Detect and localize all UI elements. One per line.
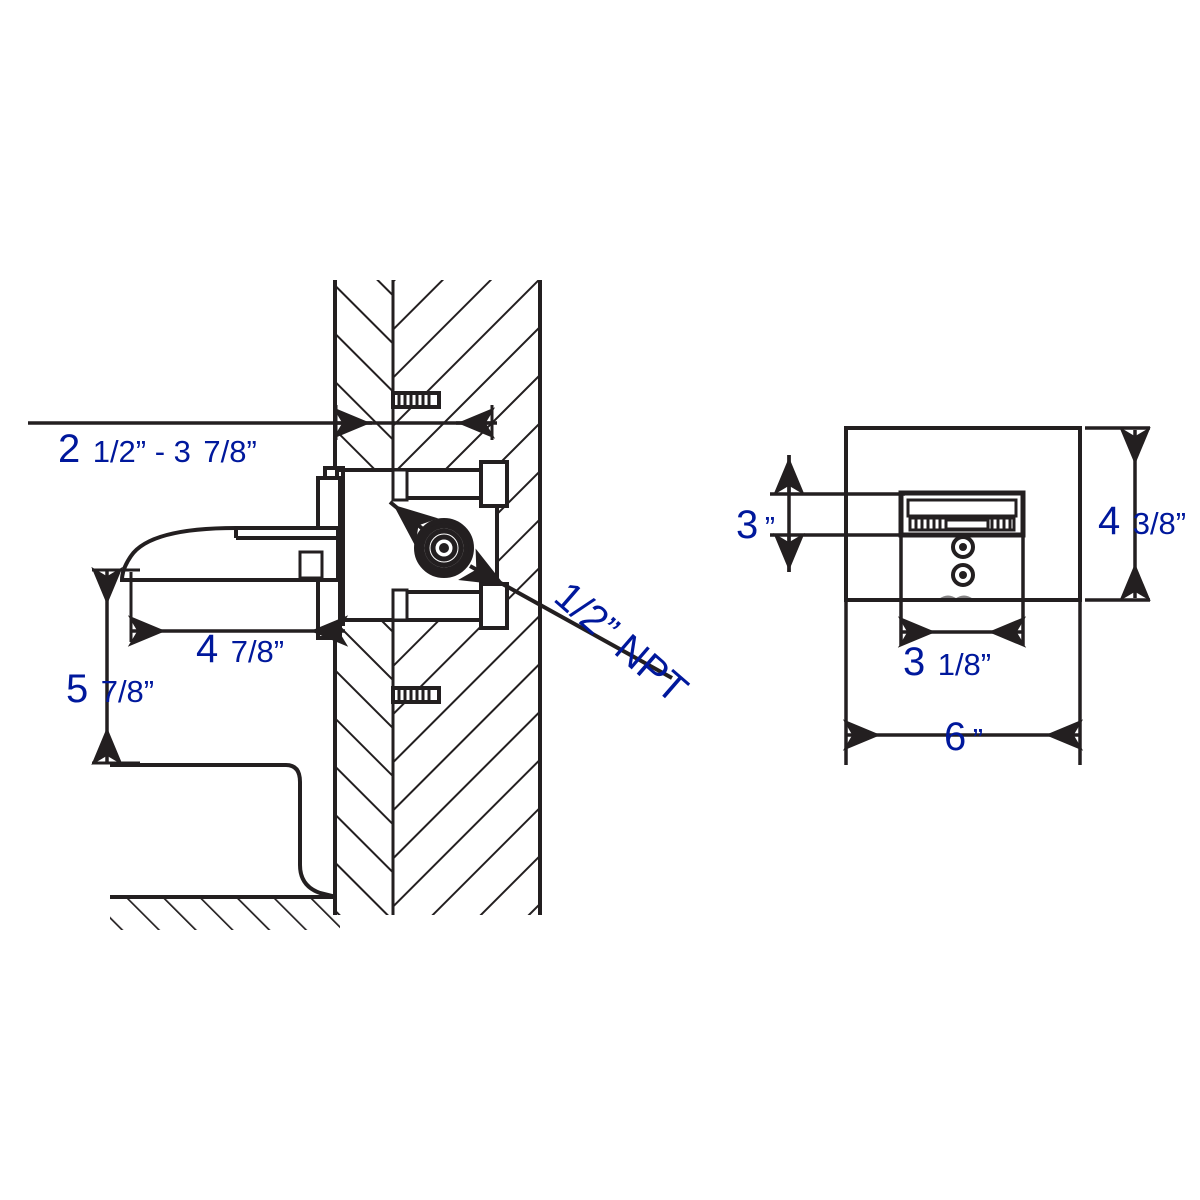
wall-anchor-screw	[391, 391, 441, 704]
wall-thickness-range-label: 2 1/2” - 3 7/8”	[58, 427, 257, 471]
spout-height-label: 5 7/8”	[66, 667, 154, 711]
spout-height-dimension	[91, 566, 140, 766]
bottom-trim-detail	[939, 595, 973, 602]
spout-reach-label: 4 7/8”	[196, 627, 284, 671]
spout-reach-dimension	[127, 572, 349, 647]
spout-centerline-from-top-label: 3 ”	[736, 503, 775, 547]
escutcheon-height-dimension	[1085, 426, 1151, 602]
trim-set-screw	[951, 535, 975, 587]
wall-thickness-range-dimension	[28, 405, 497, 440]
spout-width-label: 3 1/8”	[903, 640, 991, 684]
sink-counter-backsplash	[110, 763, 337, 899]
faucet-spout	[119, 476, 342, 640]
faucet-spout-front	[898, 490, 1026, 538]
npt-inlet-callout-label: 1/2” NPT	[546, 574, 696, 712]
spout-centerline-from-top-dimension	[770, 455, 905, 572]
npt-inlet-fitting	[414, 518, 474, 578]
escutcheon-height-label: 4 3/8”	[1098, 499, 1186, 543]
side-section-view: 2 1/2” - 3 7/8” 4 7/8” 5 7/8” 1	[28, 280, 696, 930]
floor-hatch	[110, 896, 340, 930]
escutcheon-width-label: 6 ”	[944, 715, 983, 759]
front-elevation-view: 3 ” 4 3/8” 3 1/8” 6	[736, 426, 1186, 765]
spout-width-dimension	[897, 536, 1027, 648]
escutcheon-width-dimension	[842, 600, 1084, 765]
npt-inlet-leader	[388, 500, 673, 680]
